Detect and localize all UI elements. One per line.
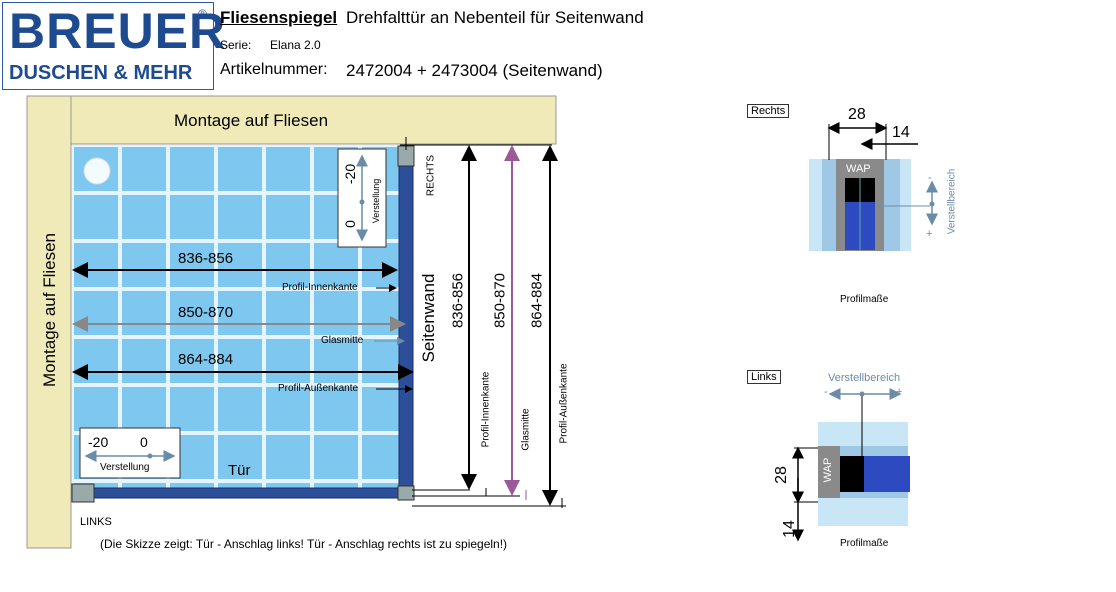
hdim-label-glass: Glasmitte bbox=[321, 335, 364, 346]
serie-value: Elana 2.0 bbox=[270, 38, 321, 52]
serie-label: Serie: bbox=[220, 38, 252, 52]
vdim-value-glass: 850-870 bbox=[491, 272, 509, 329]
left-wall bbox=[26, 95, 72, 549]
hdim-value-outer: 864-884 bbox=[178, 351, 234, 368]
vdim-label-outer: Profil-Außenkante bbox=[558, 363, 570, 444]
left-wall-label: Montage auf Fliesen bbox=[40, 232, 59, 388]
rechts-label: RECHTS bbox=[425, 154, 437, 197]
doc-description: Drehfalttür an Nebenteil für Seitenwand bbox=[346, 8, 644, 27]
detail-left-dim-b: 14 bbox=[781, 520, 798, 538]
doc-title: Fliesenspiegel bbox=[220, 8, 338, 27]
side-wall-label: Seitenwand bbox=[419, 273, 438, 363]
detail-left-dim-a: 28 bbox=[773, 466, 790, 484]
hdim-label-outer: Profil-Außenkante bbox=[278, 383, 359, 394]
article-value: 2472004 + 2473004 (Seitenwand) bbox=[346, 61, 603, 80]
detail-right-tag: Rechts bbox=[747, 104, 790, 118]
links-label: LINKS bbox=[80, 516, 112, 528]
detail-left-minus: - bbox=[824, 386, 828, 398]
door-profile bbox=[71, 487, 413, 499]
adj-vertical-min: -20 bbox=[342, 163, 358, 185]
detail-right-minus: - bbox=[928, 172, 932, 184]
detail-right-wap: WAP bbox=[846, 163, 871, 175]
detail-left-range: Verstellbereich bbox=[828, 372, 901, 384]
adj-horizontal-label: Verstellung bbox=[100, 462, 150, 473]
vdim-label-inner: Profil-Innenkante bbox=[480, 371, 492, 448]
detail-right-plus: + bbox=[926, 228, 933, 240]
detail-left-plus: + bbox=[896, 386, 903, 398]
adj-vertical-max: 0 bbox=[342, 220, 358, 228]
side-wall-profile bbox=[398, 149, 414, 496]
article-label: Artikelnummer: bbox=[220, 61, 328, 78]
detail-left-caption: Profilmaße bbox=[840, 538, 889, 549]
adj-vertical-label: Verstellung bbox=[371, 178, 381, 224]
brand-logo: BREUER ® DUSCHEN & MEHR bbox=[2, 2, 225, 90]
vdim-value-outer: 864-884 bbox=[528, 272, 546, 329]
adj-horizontal-min: -20 bbox=[88, 434, 109, 450]
detail-right-dim-a: 28 bbox=[848, 106, 866, 123]
detail-right-dim-b: 14 bbox=[892, 124, 910, 141]
logo-registered: ® bbox=[198, 7, 207, 21]
plan-note: (Die Skizze zeigt: Tür - Anschlag links!… bbox=[100, 537, 508, 551]
detail-left-wap: WAP bbox=[822, 457, 834, 483]
vdim-label-glass: Glasmitte bbox=[520, 408, 532, 451]
vdim-value-inner: 836-856 bbox=[449, 272, 467, 329]
drain-icon bbox=[83, 157, 111, 185]
top-wall bbox=[26, 95, 557, 145]
adj-horizontal-max: 0 bbox=[140, 434, 148, 450]
hdim-value-glass: 850-870 bbox=[178, 304, 234, 321]
hdim-label-inner: Profil-Innenkante bbox=[282, 282, 358, 293]
logo-wordmark: BREUER bbox=[9, 3, 227, 59]
hdim-value-inner: 836-856 bbox=[178, 250, 234, 267]
detail-right-range: Verstellbereich bbox=[946, 168, 958, 235]
logo-tagline: DUSCHEN & MEHR bbox=[9, 62, 193, 84]
top-wall-label: Montage auf Fliesen bbox=[174, 111, 329, 130]
detail-right-caption: Profilmaße bbox=[840, 294, 889, 305]
door-label: Tür bbox=[228, 462, 251, 479]
detail-left-tag: Links bbox=[747, 370, 781, 384]
